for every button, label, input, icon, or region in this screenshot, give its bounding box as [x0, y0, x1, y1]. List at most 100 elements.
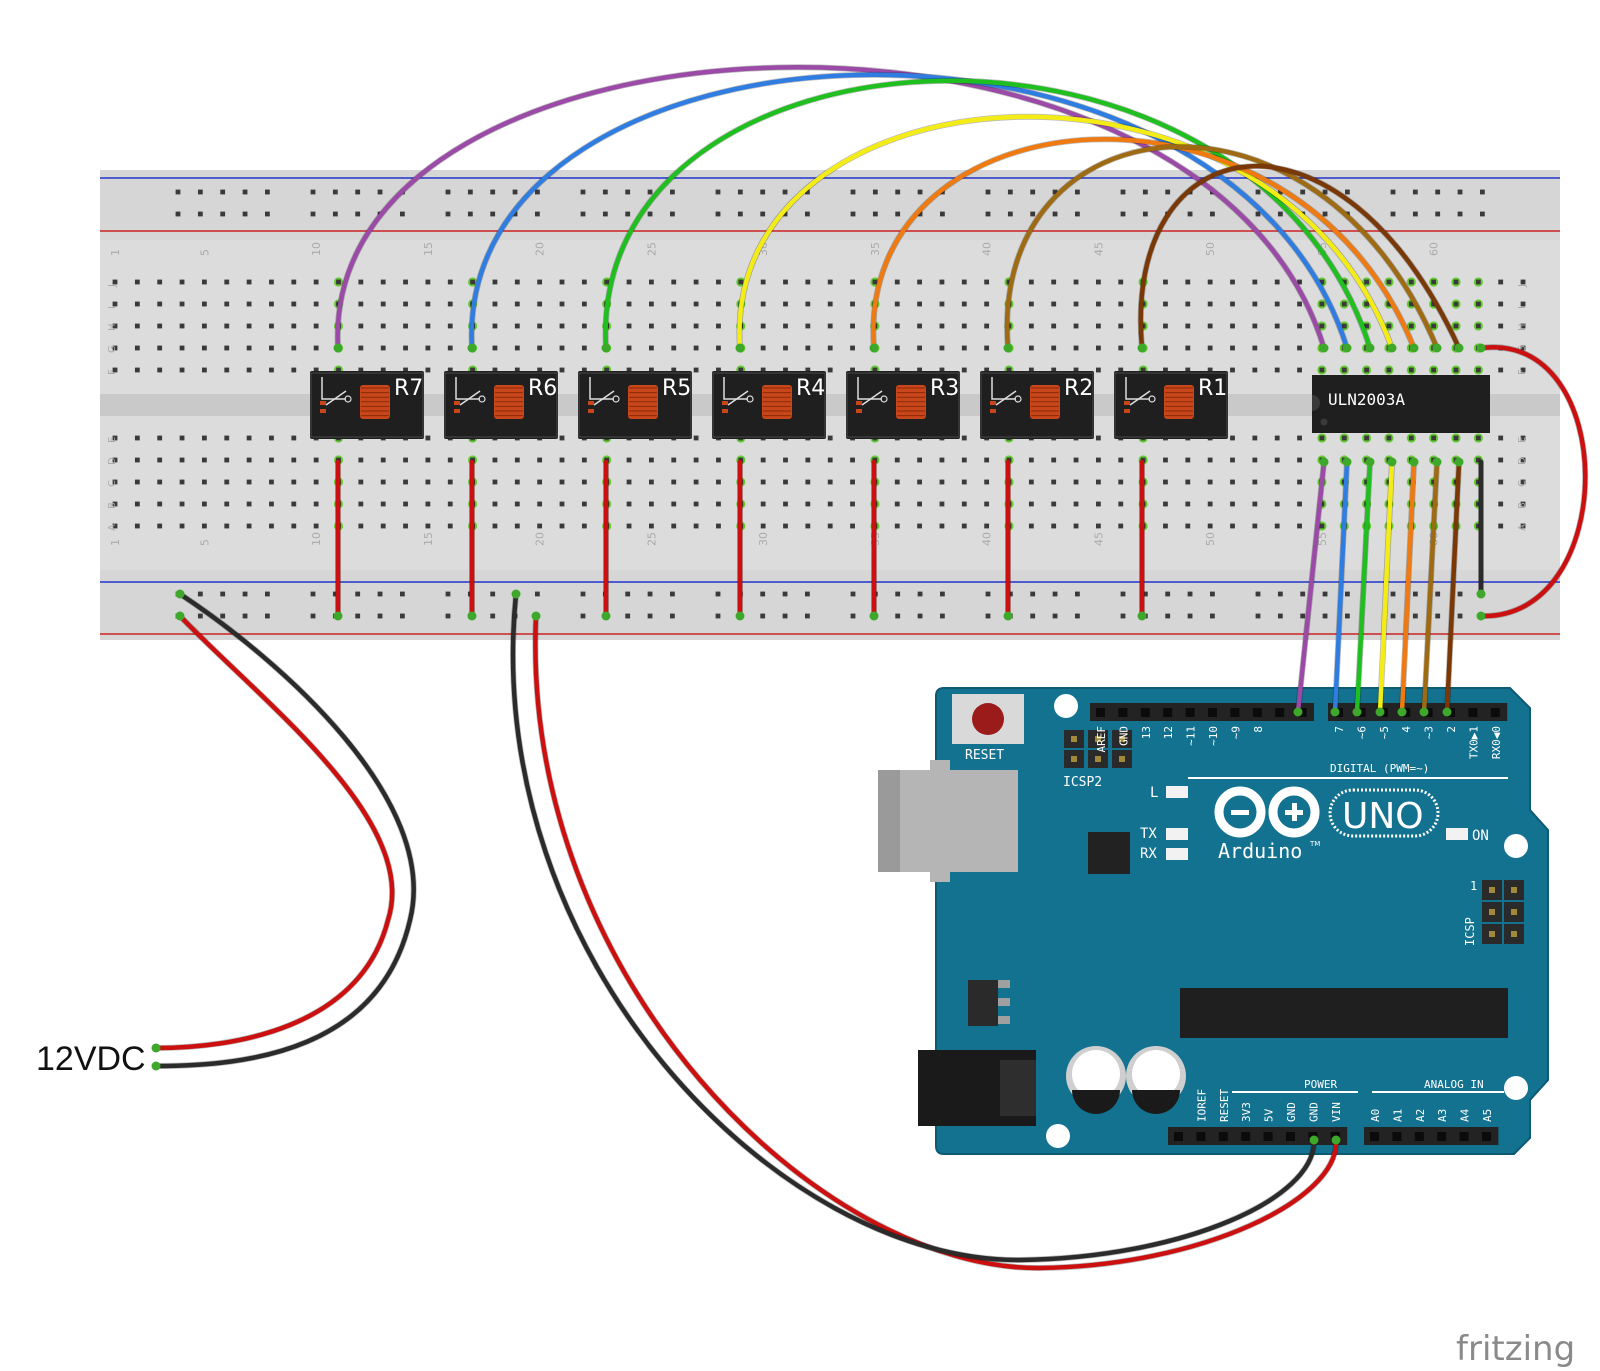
- hole: [1252, 479, 1258, 485]
- hole: [291, 523, 297, 529]
- hole: [134, 479, 140, 485]
- rail-hole: [1075, 189, 1080, 195]
- rail-hole: [850, 591, 856, 597]
- hole: [581, 523, 587, 529]
- row-letter: A: [1517, 524, 1528, 531]
- digital-left-pin: [1118, 708, 1128, 717]
- digital-right-pin-label: ~6: [1355, 726, 1368, 739]
- rail-hole: [1007, 189, 1013, 195]
- rail-hole: [1277, 211, 1283, 217]
- hole: [380, 301, 386, 307]
- hole: [269, 367, 274, 373]
- hole: [179, 435, 185, 441]
- hole: [1520, 301, 1526, 307]
- hole: [291, 501, 297, 507]
- relay-power-link-4-end: [735, 611, 745, 621]
- control-wire-r7-end: [1319, 343, 1329, 353]
- gnd-black-wire: [510, 591, 1317, 1263]
- hole: [1364, 367, 1369, 373]
- hole: [1118, 367, 1124, 373]
- hole: [425, 367, 431, 373]
- hole: [269, 479, 274, 485]
- supply-black-wire: [153, 591, 416, 1069]
- rail-hole: [895, 613, 901, 619]
- hole: [246, 457, 252, 463]
- top-power-rail: [100, 170, 1560, 240]
- hole: [1230, 323, 1235, 329]
- rail-hole: [940, 591, 945, 597]
- hole: [1140, 367, 1146, 373]
- relay-label: R3: [930, 376, 959, 401]
- signal-wire-r5-end: [1365, 457, 1375, 467]
- hole: [649, 323, 654, 329]
- rail-hole: [265, 211, 270, 217]
- column-number: 10: [310, 242, 323, 256]
- hole: [358, 479, 364, 485]
- rail-hole: [1480, 189, 1485, 195]
- hole: [1028, 457, 1034, 463]
- hole: [1475, 523, 1481, 529]
- uno-label: UNO: [1342, 796, 1424, 837]
- hole: [425, 323, 431, 329]
- hole: [939, 367, 945, 373]
- hole: [336, 279, 341, 285]
- hole: [805, 457, 811, 463]
- relay-r7: R7: [310, 371, 424, 439]
- hole: [1498, 523, 1504, 529]
- hole: [939, 345, 945, 351]
- hole: [514, 279, 520, 285]
- control-wire-r1-end: [1137, 343, 1147, 353]
- rail-hole: [1187, 591, 1193, 597]
- relay-label: R4: [796, 376, 825, 401]
- hole: [202, 323, 207, 329]
- rail-hole: [197, 189, 203, 195]
- relay-label: R1: [1198, 376, 1227, 401]
- ic-pin1-dot: [1320, 418, 1328, 426]
- hole: [894, 279, 900, 285]
- hole: [671, 479, 677, 485]
- rail-hole: [1300, 613, 1306, 619]
- hole: [1051, 501, 1057, 507]
- rail-hole: [1255, 211, 1261, 217]
- hole: [894, 345, 900, 351]
- rail-hole: [1030, 211, 1036, 217]
- hole: [157, 479, 163, 485]
- hole: [984, 323, 990, 329]
- hole: [693, 301, 699, 307]
- hole: [1341, 279, 1347, 285]
- hole: [179, 367, 185, 373]
- power-header-strip: [1168, 1127, 1348, 1145]
- hole: [1431, 279, 1437, 285]
- hole: [1475, 323, 1481, 329]
- hole: [1163, 457, 1168, 463]
- capacitor-stripe: [1132, 1090, 1180, 1114]
- rail-hole: [1345, 591, 1350, 597]
- rail-hole: [917, 189, 923, 195]
- row-letter: D: [1517, 457, 1528, 465]
- hole: [269, 345, 274, 351]
- hole: [202, 301, 207, 307]
- relay-contact: [454, 409, 460, 413]
- relay-power-link-1-end: [333, 611, 343, 621]
- hole: [1073, 367, 1079, 373]
- hole: [313, 367, 319, 373]
- hole: [1341, 301, 1347, 307]
- hole: [1051, 457, 1057, 463]
- hole: [559, 279, 565, 285]
- hole: [783, 479, 788, 485]
- hole: [604, 279, 610, 285]
- hole: [805, 501, 811, 507]
- hole: [514, 479, 520, 485]
- rail-hole: [1210, 591, 1215, 597]
- hole: [581, 367, 587, 373]
- hole: [313, 457, 319, 463]
- hole: [1028, 501, 1034, 507]
- hole: [1297, 367, 1302, 373]
- hole: [894, 479, 900, 485]
- hole: [581, 323, 587, 329]
- hole: [783, 523, 788, 529]
- rail-hole: [1480, 211, 1485, 217]
- rail-hole: [1165, 613, 1171, 619]
- hole: [894, 367, 900, 373]
- hole: [671, 523, 677, 529]
